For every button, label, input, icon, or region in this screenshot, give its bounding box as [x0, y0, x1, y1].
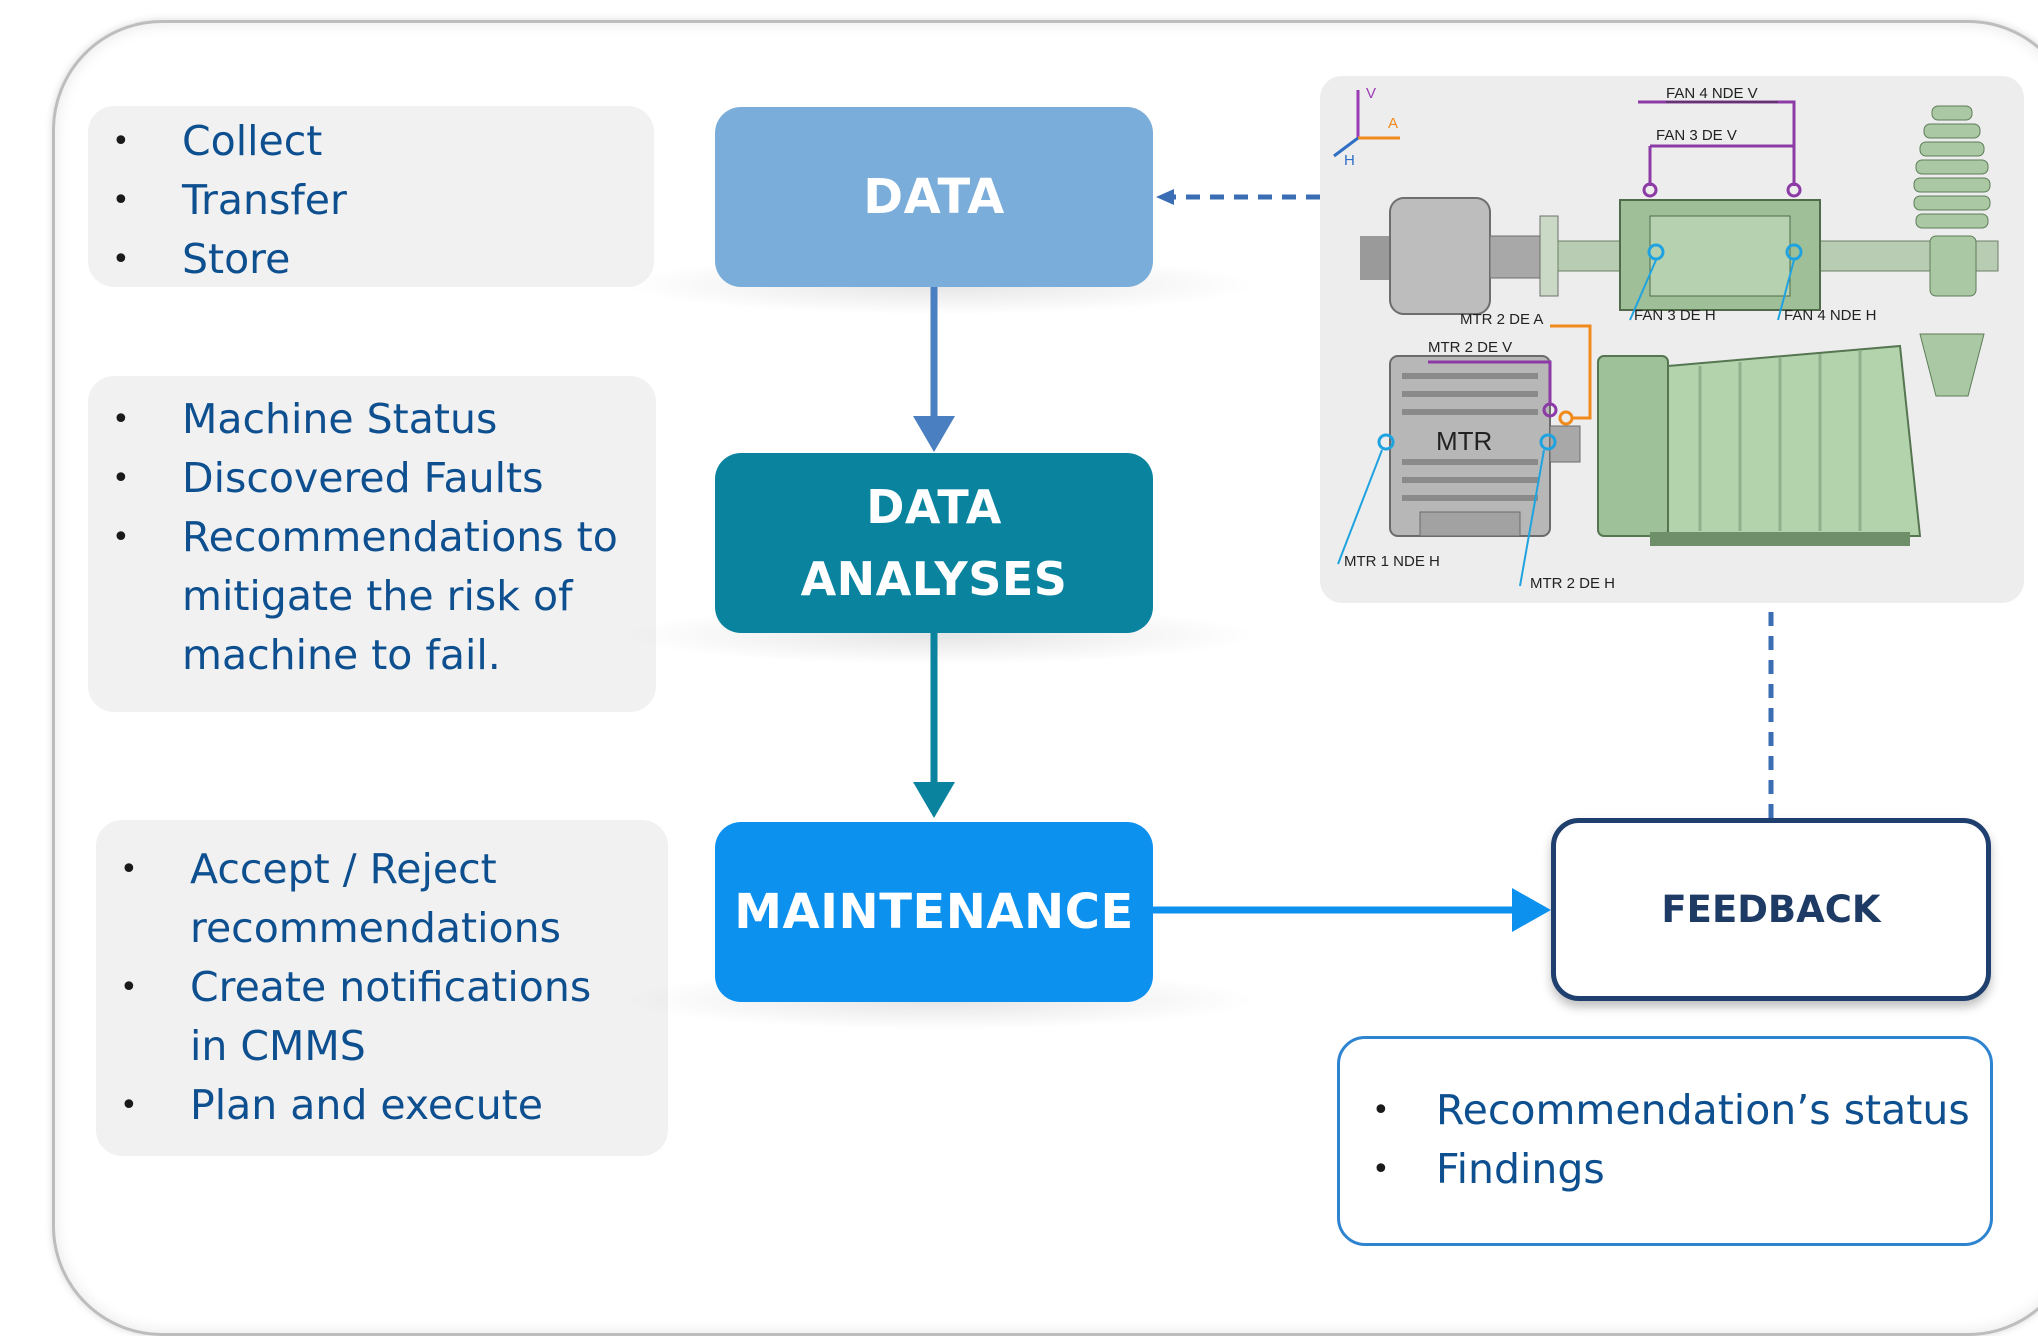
list-item: Store: [88, 230, 654, 289]
data-step-label: DATA: [863, 169, 1005, 225]
list-item: Recommendations to mitigate the risk of …: [88, 508, 656, 685]
mtr2-de-v-label: MTR 2 DE V: [1428, 339, 1512, 356]
list-item: Accept / Reject recommendations: [96, 840, 668, 958]
axis-indicator-icon: V A H: [1333, 85, 1400, 169]
data-step-box: DATA: [715, 107, 1153, 287]
feedback-label: FEEDBACK: [1661, 888, 1881, 931]
fan4-nde-h-label: FAN 4 NDE H: [1784, 307, 1877, 324]
list-item: Machine Status: [88, 390, 656, 449]
mtr1-nde-h-label: MTR 1 NDE H: [1344, 553, 1440, 570]
list-item: Create notifications in CMMS: [96, 958, 668, 1076]
list-item: Plan and execute: [96, 1076, 668, 1135]
list-item: Recommendation’s status: [1340, 1081, 1990, 1140]
machine-drawing: V A H: [1333, 85, 1999, 592]
data-analyses-step-label: DATA ANALYSES: [800, 480, 1068, 606]
feedback-details-panel: Recommendation’s status Findings: [1337, 1036, 1993, 1246]
mtr2-de-h-label: MTR 2 DE H: [1530, 575, 1615, 592]
maintenance-step-label: MAINTENANCE: [734, 884, 1134, 940]
fan3-de-h-label: FAN 3 DE H: [1634, 307, 1716, 324]
mtr2-de-a-label: MTR 2 DE A: [1460, 311, 1543, 328]
analysis-outputs-panel: Machine Status Discovered Faults Recomme…: [88, 376, 656, 712]
data-activities-panel: Collect Transfer Store: [88, 106, 654, 289]
machine-measurement-diagram: V A H: [1320, 76, 2024, 603]
fan4-nde-v-label: FAN 4 NDE V: [1666, 85, 1758, 102]
fan3-de-v-label: FAN 3 DE V: [1656, 127, 1737, 144]
axis-h-label: H: [1344, 152, 1355, 169]
maintenance-step-box: MAINTENANCE: [715, 822, 1153, 1002]
axis-a-label: A: [1388, 115, 1398, 132]
feedback-box: FEEDBACK: [1551, 818, 1991, 1001]
list-item: Discovered Faults: [88, 449, 656, 508]
data-analyses-step-box: DATA ANALYSES: [715, 453, 1153, 633]
maintenance-actions-panel: Accept / Reject recommendations Create n…: [96, 820, 668, 1156]
axis-v-label: V: [1366, 85, 1376, 102]
motor-label: MTR: [1436, 426, 1492, 456]
list-item: Findings: [1340, 1140, 1990, 1199]
list-item: Transfer: [88, 171, 654, 230]
list-item: Collect: [88, 112, 654, 171]
